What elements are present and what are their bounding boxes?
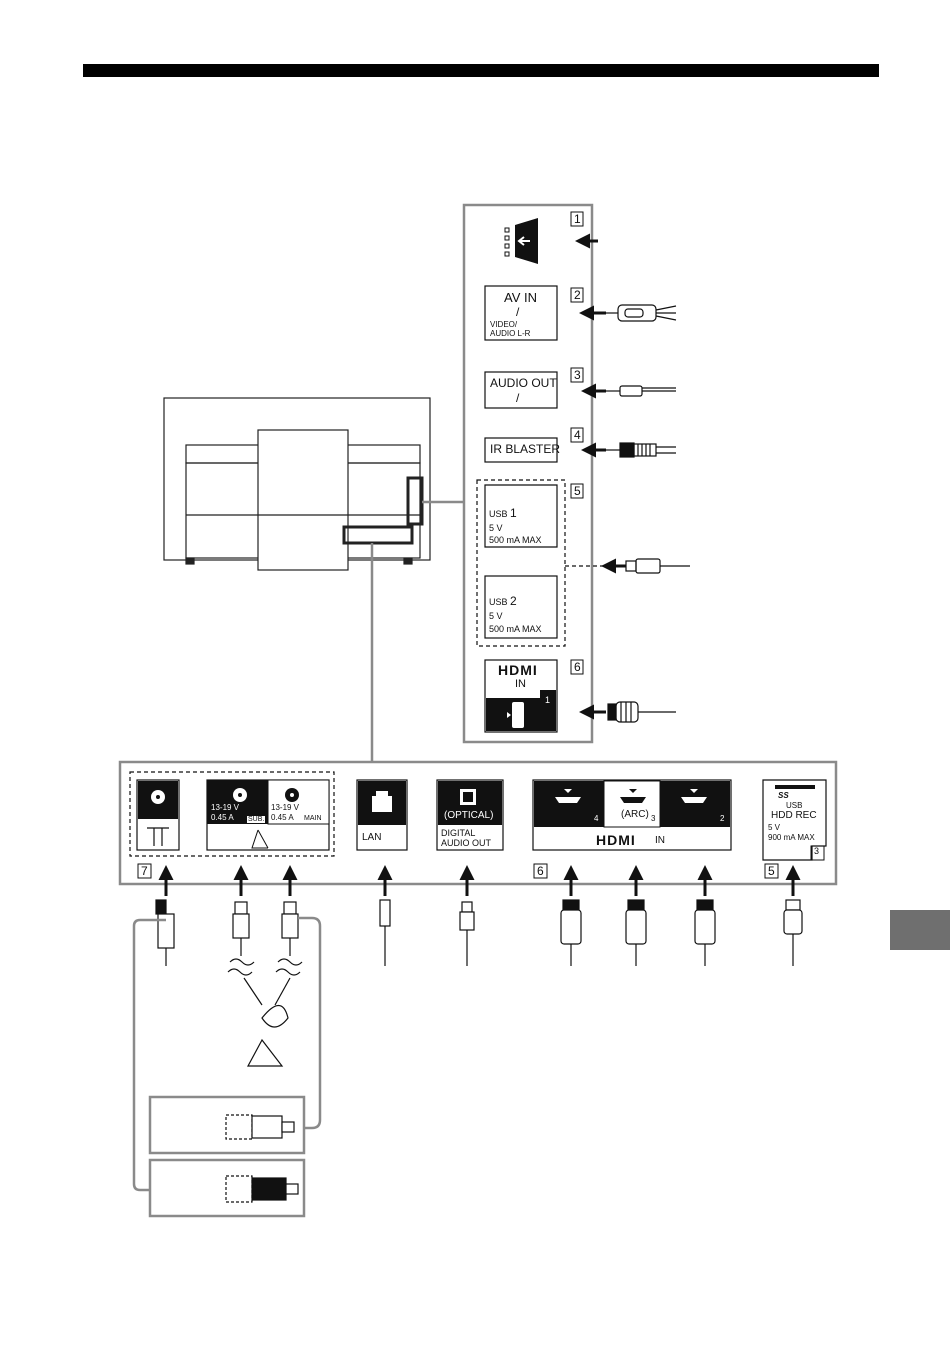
sat-main-tag: MAIN <box>304 815 322 822</box>
bottom-num-5: 5 <box>768 865 775 877</box>
usb1-index: 1 <box>510 507 517 519</box>
usb3-power: 5 V <box>768 824 780 832</box>
antenna-port <box>137 780 179 850</box>
side-num-6: 6 <box>574 661 581 673</box>
connector-detail-boxes <box>150 1097 304 1216</box>
sat-sub-current: 0.45 A <box>211 814 234 822</box>
hdmi1-logo: HDMI <box>498 663 538 677</box>
sat-main-current: 0.45 A <box>271 814 294 822</box>
usb3-current: 900 mA MAX <box>768 834 815 842</box>
usb2-index: 2 <box>510 595 517 607</box>
hdmi-logo: HDMI <box>596 833 636 847</box>
side-num-2: 2 <box>574 289 581 301</box>
hdmi-port-4: 4 <box>594 815 598 823</box>
hdmi-in: IN <box>655 836 665 846</box>
sat-sub-tag: SUB. <box>247 816 265 823</box>
optical-line1: DIGITAL <box>441 829 475 838</box>
usb2-current: 500 mA MAX <box>489 625 542 634</box>
optical-line2: AUDIO OUT <box>441 839 491 848</box>
usb2-power: 5 V <box>489 612 503 621</box>
bottom-cables <box>156 900 802 1066</box>
av-in-label: AV IN <box>504 291 537 304</box>
hdmi1-index: 1 <box>545 696 550 705</box>
usb1-power: 5 V <box>489 524 503 533</box>
sat-sub-voltage: 13-19 V <box>211 804 239 812</box>
av-in-sub: VIDEO/ <box>490 321 517 329</box>
hdmi-arc: (ARC) <box>621 810 649 820</box>
hdmi1-in: IN <box>515 679 526 690</box>
side-cables <box>606 305 690 722</box>
hdmi-port-3: 3 <box>651 815 655 823</box>
hdmi-port-2: 2 <box>720 815 724 823</box>
bottom-num-6: 6 <box>537 865 544 877</box>
audio-out-label: AUDIO OUT <box>490 377 557 389</box>
usb3-ss: SS <box>778 792 789 800</box>
usb1-name: USB <box>489 510 508 519</box>
tv-rear-illustration <box>164 398 430 570</box>
optical-top: (OPTICAL) <box>444 811 493 821</box>
side-num-3: 3 <box>574 369 581 381</box>
sat-main-voltage: 13-19 V <box>271 804 299 812</box>
side-num-4: 4 <box>574 429 581 441</box>
lan-label: LAN <box>362 833 381 843</box>
av-in-sub2: AUDIO L-R <box>490 330 530 338</box>
side-num-5: 5 <box>574 485 581 497</box>
usb3-index: 3 <box>814 847 819 856</box>
usb3-title: HDD REC <box>771 811 817 821</box>
av-in-separator: / <box>516 306 519 318</box>
ir-blaster-label: IR BLASTER <box>490 443 560 455</box>
usb2-name: USB <box>489 598 508 607</box>
bottom-num-7: 7 <box>141 865 148 877</box>
usb1-current: 500 mA MAX <box>489 536 542 545</box>
usb3-name: USB <box>786 802 802 810</box>
audio-out-separator: / <box>516 392 519 404</box>
side-num-1: 1 <box>574 213 581 225</box>
